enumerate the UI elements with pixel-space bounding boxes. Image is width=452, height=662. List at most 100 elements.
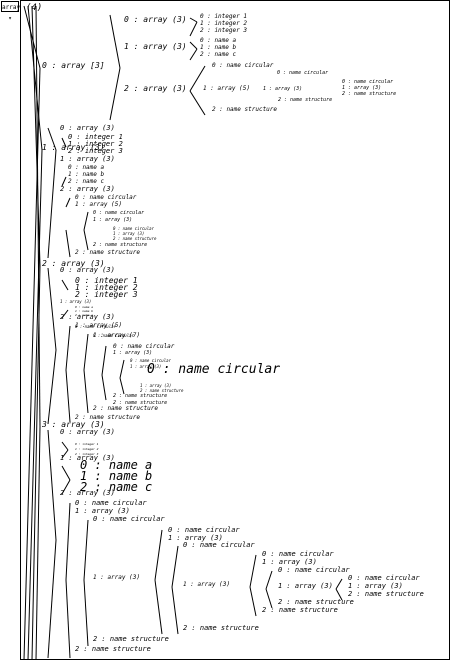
tree-node-n2_0_2[interactable]: 2 : integer 3 <box>75 289 138 299</box>
tree-node-n3_2_1_1_1_1_2[interactable]: 2 : name structure <box>262 606 338 615</box>
connector-line <box>249 554 257 588</box>
tree-node-n1_2_1_1_2[interactable]: 2 : name structure <box>113 235 157 241</box>
tree-node-n1_2_0[interactable]: 0 : name circular <box>75 194 137 202</box>
tree-node-n0_2_1_2[interactable]: 2 : name structure <box>342 91 397 97</box>
tree-node-n0_0_1[interactable]: 1 : integer 2 <box>200 20 247 28</box>
tree-node-n1_1[interactable]: 1 : array (3) <box>60 155 115 164</box>
tree-node-n2_2_1_2[interactable]: 2 : name structure <box>113 400 168 406</box>
tree-node-n2_2_1_1_1[interactable]: 1 : array (3) <box>113 350 153 356</box>
tree-node-n2_1_0[interactable]: 0 : name a <box>75 304 94 309</box>
tree-node-n3_2_2[interactable]: 2 : name structure <box>75 645 151 654</box>
tree-node-n3_0_2[interactable]: 2 : integer 3 <box>75 451 99 456</box>
tree-node-n1_0_2[interactable]: 2 : integer 3 <box>68 147 123 156</box>
tree-node-n0_2_2a[interactable]: 2 : name structure <box>278 97 333 103</box>
tree-node-n0_2_1_1[interactable]: 1 : array (3) <box>342 85 382 91</box>
tree-node-n0_2_0b[interactable]: 0 : name circular <box>277 70 329 76</box>
tree-node-n2_2_1_0[interactable]: 0 : name circular <box>93 332 134 338</box>
tree-node-n2[interactable]: 2 : array (3) <box>42 258 105 268</box>
tree-node-n3_2_1_1_1_1_0[interactable]: 0 : name circular <box>262 550 334 559</box>
tree-node-n0_2_2[interactable]: 2 : name structure <box>212 106 278 114</box>
tree-node-n0_2_1x[interactable]: 1 : array (3) <box>263 86 303 92</box>
tree-node-n2_2_2[interactable]: 2 : name structure <box>75 414 141 422</box>
tree-node-n3[interactable]: 3 : array (3) <box>42 419 105 429</box>
tree-node-n3_2_1[interactable]: 1 : array (3) <box>75 507 130 516</box>
tree-node-n3_2_1_2[interactable]: 2 : name structure <box>93 635 169 644</box>
tree-node-n1_0_1[interactable]: 1 : integer 2 <box>68 140 123 149</box>
tree-node-n0_0_0[interactable]: 0 : integer 1 <box>200 13 247 21</box>
tree-node-n0_2[interactable]: 2 : array (3) <box>124 83 187 93</box>
tree-node-n0[interactable]: 0 : array [3] <box>42 60 105 70</box>
connector-line <box>61 309 69 319</box>
tree-node-n1_0[interactable]: 0 : array (3) <box>60 124 115 133</box>
tree-node-n3_2_1_1_1_1_1_1_2[interactable]: 2 : name structure <box>348 590 424 599</box>
tree-node-n3_2_1_1_2[interactable]: 2 : name structure <box>183 624 259 633</box>
tree-node-n1_0_0[interactable]: 0 : integer 1 <box>68 133 123 142</box>
tree-node-n3_2_1_1_1_1_1[interactable]: 1 : array (3) <box>262 558 317 567</box>
tree-node-n1_2_1_1[interactable]: 1 : array (3) <box>93 217 133 223</box>
tree-node-n3_2_1_1_1_0[interactable]: 0 : name circular <box>183 541 255 550</box>
tree-node-n1_2_1_1_0[interactable]: 0 : name circular <box>113 225 154 231</box>
tree-node-n3_2_1_1_1_1_1_1[interactable]: 1 : array (3) <box>278 582 333 591</box>
tree-node-n1_2_1[interactable]: 1 : array (5) <box>75 201 122 209</box>
tree-node-n0_2_1[interactable]: 1 : array (5) <box>203 85 250 93</box>
array-menu-button[interactable]: array ▾ <box>1 1 20 22</box>
tree-node-n2_2_1_1_1_1[interactable]: 1 : array (3) <box>130 363 162 369</box>
tree-node-n2_2_1_1_1_2[interactable]: 1 : array (3) <box>140 382 172 388</box>
tree-node-n0_1[interactable]: 1 : array (3) <box>124 41 187 51</box>
tree-node-n0_1_1[interactable]: 1 : name b <box>200 44 237 52</box>
tree-node-n0_1_2[interactable]: 2 : name c <box>200 51 237 59</box>
tree-node-n3_2[interactable]: 2 : array (3) <box>60 489 115 498</box>
tree-node-n1_1_1[interactable]: 1 : name b <box>68 171 105 179</box>
tree-node-n2_2_1[interactable]: 1 : array (5) <box>75 322 122 330</box>
connector-line <box>61 441 69 451</box>
tree-node-n3_2_1_1_1_1[interactable]: 1 : array (3) <box>183 581 230 589</box>
tree-node-n1_2_2[interactable]: 2 : name structure <box>75 249 141 257</box>
tree-node-n3_2_1_1_1[interactable]: 1 : array (3) <box>168 534 223 543</box>
connector-line <box>119 359 125 379</box>
tree-node-n2_2_1_1[interactable]: 1 : array (7) <box>93 332 140 340</box>
tree-node-n3_2_1_1_1_1_1_0[interactable]: 0 : name circular <box>278 566 350 575</box>
tree-node-n3_2_1_1_1_1_1_1_1[interactable]: 1 : array (3) <box>348 582 403 591</box>
tree-node-n1_2_1_1_1[interactable]: 1 : array (3) <box>113 230 145 236</box>
tree-node-n1[interactable]: 1 : array (3) <box>42 142 105 152</box>
tree-node-n1_2_1_2[interactable]: 2 : name structure <box>93 242 148 248</box>
tree-node-n3_2_0[interactable]: 0 : name circular <box>75 499 147 508</box>
tree-node-n2_2_1_1_1_0[interactable]: 0 : name circular <box>130 357 171 363</box>
tree-node-n0_2_1_0[interactable]: 0 : name circular <box>342 79 394 85</box>
connector-line <box>61 176 67 187</box>
connector-line <box>47 539 57 659</box>
tree-node-n3_0[interactable]: 0 : array (3) <box>60 428 115 437</box>
tree-node-n2_0_0[interactable]: 0 : integer 1 <box>75 275 138 285</box>
tree-node-n3_2_1_1[interactable]: 1 : array (3) <box>93 574 140 582</box>
tree-node-n0_0_2[interactable]: 2 : integer 3 <box>200 27 247 35</box>
tree-node-n3_2_1_0[interactable]: 0 : name circular <box>93 515 165 524</box>
tree-node-n2_1_2[interactable]: 2 : name c <box>75 312 94 317</box>
tree-node-n2_1_1[interactable]: 1 : name b <box>75 308 94 313</box>
tree-node-n2_2_1_1_2[interactable]: 2 : name structure <box>113 393 168 399</box>
tree-node-n2_big[interactable]: 0 : name circular <box>147 361 281 377</box>
tree-node-n2_0_1[interactable]: 1 : integer 2 <box>75 282 138 292</box>
tree-node-n0_1_0[interactable]: 0 : name a <box>200 37 237 45</box>
tree-node-n2_1[interactable]: 1 : array (3) <box>60 298 92 304</box>
tree-node-n2_2_0[interactable]: 0 : name circular <box>75 323 116 329</box>
tree-node-n3_2_1_1_0[interactable]: 0 : name circular <box>168 526 240 535</box>
tree-node-n2_0[interactable]: 0 : array (3) <box>60 266 115 275</box>
tree-node-n1_2[interactable]: 2 : array (3) <box>60 185 115 194</box>
tree-node-n3_1[interactable]: 1 : array (3) <box>60 454 115 463</box>
tree-node-n3_0_1[interactable]: 1 : integer 2 <box>75 446 99 451</box>
tree-node-n0_0[interactable]: 0 : array (3) <box>124 14 187 24</box>
tree-node-n1_2_1_0[interactable]: 0 : name circular <box>93 210 145 216</box>
tree-node-n1_1_0[interactable]: 0 : name a <box>68 164 105 172</box>
tree-node-n2_2_1_1_0[interactable]: 0 : name circular <box>113 343 175 351</box>
tree-node-n3_2_1_1_1_1_1_2[interactable]: 2 : name structure <box>278 598 354 607</box>
tree-node-n0_2_0[interactable]: 0 : name circular <box>212 62 274 70</box>
tree-node-n2_2[interactable]: 2 : array (3) <box>60 313 115 322</box>
tree-node-n3_2_1_1_1_1_1_1_0[interactable]: 0 : name circular <box>348 574 420 583</box>
tree-node-n1_1_2[interactable]: 2 : name c <box>68 178 105 186</box>
tree-node-n3_0_0[interactable]: 0 : integer 1 <box>75 441 99 446</box>
tree-node-n2_2_1_1_1_3[interactable]: 2 : name structure <box>140 387 184 393</box>
tree-node-n3_1_2[interactable]: 2 : name c <box>80 480 153 495</box>
tree-node-n3_1_0[interactable]: 0 : name a <box>80 458 153 473</box>
tree-node-n3_1_1[interactable]: 1 : name b <box>80 469 153 484</box>
tree-node-n2_2_1_3[interactable]: 2 : name structure <box>93 405 159 413</box>
